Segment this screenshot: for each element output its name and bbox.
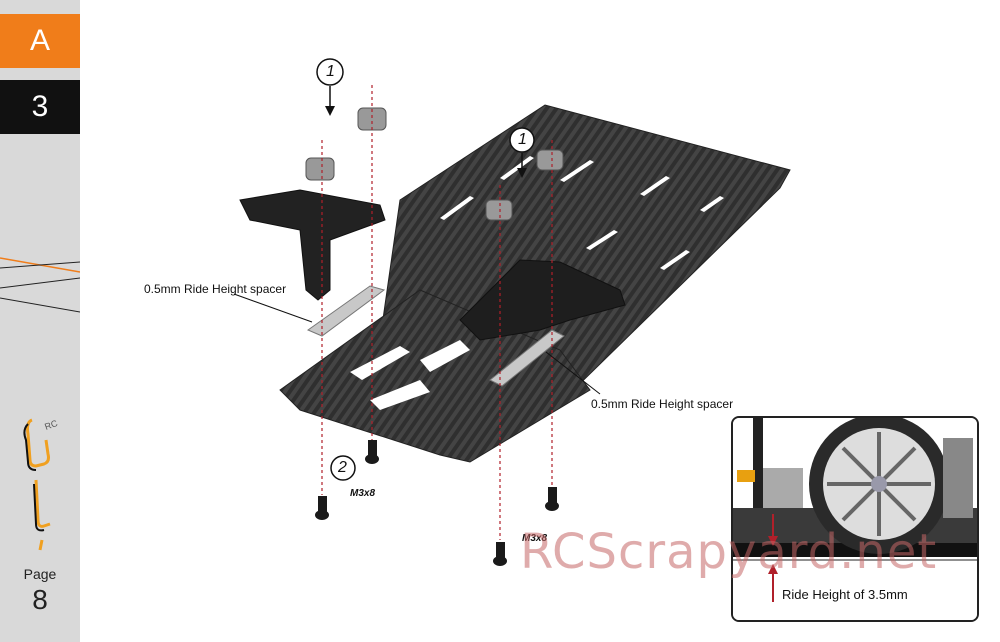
- callout-leader-right: [545, 351, 601, 395]
- page-label: Page: [23, 566, 57, 582]
- sidebar-accent-lines: [0, 257, 80, 313]
- sidebar: A 3 RC Page 8: [0, 0, 80, 642]
- spacer-callout-left: 0.5mm Ride Height spacer: [144, 282, 287, 296]
- step-circle-1b: [509, 127, 535, 153]
- svg-text:RC: RC: [43, 418, 59, 432]
- spacer-callout-right: 0.5mm Ride Height spacer: [591, 397, 734, 411]
- left-ride-height-spacer: [306, 285, 386, 337]
- right-ride-height-spacer: [489, 329, 565, 387]
- watermark: RCScrapyard.net: [520, 524, 938, 580]
- ride-height-caption: Ride Height of 3.5mm: [782, 587, 908, 602]
- screw-label-right: M3x8: [522, 533, 548, 544]
- step-number-1a: 1: [326, 63, 335, 80]
- page-number: 8: [32, 584, 48, 615]
- inset-wheel-illustration: [733, 418, 977, 620]
- screw-label-left: M3x8: [350, 488, 376, 499]
- step-circle-1a: [316, 58, 344, 86]
- guide-lines: [321, 85, 553, 540]
- plate-slots: [440, 156, 724, 270]
- brand-logo-icon: RC: [23, 418, 59, 551]
- step-badge: 3: [0, 80, 80, 134]
- bottom-plate-cutouts: [350, 340, 470, 410]
- left-bulkhead: [239, 189, 386, 301]
- step-number-1b: 1: [518, 131, 527, 148]
- section-badge: A: [0, 14, 80, 68]
- step-number-2: 2: [338, 459, 347, 476]
- step-circle-2: [330, 455, 356, 481]
- screws: [315, 440, 559, 566]
- ride-height-inset: [731, 416, 979, 622]
- callout-leader-left: [233, 293, 313, 323]
- collars: [305, 107, 564, 221]
